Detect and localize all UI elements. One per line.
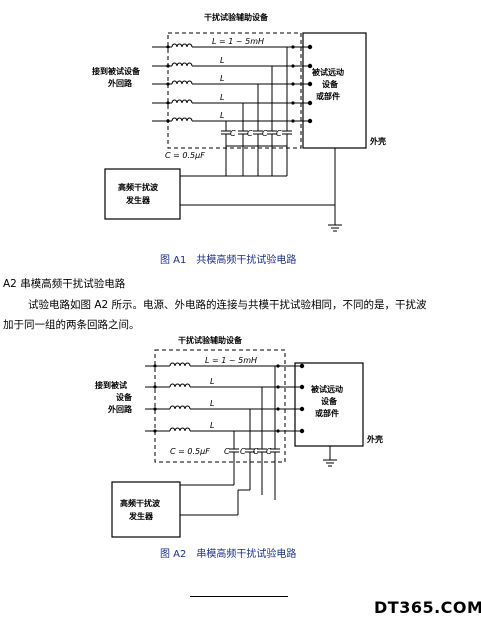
section-paragraph-line2: 加于同一组的两条回路之间。 (3, 319, 140, 331)
enclosure-label-2: 外壳 (367, 434, 383, 444)
cap2-value: C = 0.5μF (170, 447, 210, 456)
cap2-label-2: C (240, 447, 246, 456)
generator2-label-1: 高频干扰波 (120, 498, 161, 508)
aux-device-label: 干扰试验辅助设备 (204, 12, 269, 22)
signal-lines (152, 46, 310, 122)
dut2-label-3: 或部件 (315, 408, 339, 418)
section-heading: A2 串模高频干扰试验电路 (3, 278, 126, 290)
generator-box-2 (111, 481, 181, 538)
watermark-logo: DT365.COM (374, 598, 481, 617)
dut2-label-1: 被试远动 (311, 384, 343, 394)
inductor-label: L = 1 ~ 5mH (212, 37, 264, 46)
signal-lines-2 (145, 365, 302, 432)
generator2-label-2: 发生器 (128, 511, 154, 521)
dut-label-3: 或部件 (316, 91, 340, 101)
figure-a2-circuit: 干扰试验辅助设备 被试远动 设备 或部件 外壳 接到被试 设备 外回路 L = … (95, 335, 383, 538)
dut-box (302, 32, 367, 149)
terminal-dots (166, 44, 313, 124)
dut-label-1: 被试远动 (312, 67, 344, 77)
generator-label-1: 高频干扰波 (118, 182, 159, 192)
inductor-coils (171, 43, 193, 122)
figure-a1-circuit: 干扰试验辅助设备 被试远动 设备 或部件 外壳 接到被试设备 外回路 L = 1… (92, 12, 386, 232)
injection-wires (180, 146, 336, 225)
inductor2-L-2: L (210, 377, 214, 386)
cap-label-2: C (247, 129, 253, 138)
input2-label-2: 设备 (116, 392, 133, 402)
dut-label-2: 设备 (322, 79, 339, 89)
generator-label-2: 发生器 (125, 195, 151, 205)
input-label-1: 接到被试设备 (92, 66, 141, 76)
inductor-L-5: L (220, 111, 224, 120)
cap-label-1: C (230, 129, 236, 138)
section-paragraph-line1: 试验电路如图 A2 所示。电源、外电路的连接与共模干扰试验相同，不同的是，干扰波 (28, 299, 427, 311)
cap-value: C = 0.5μF (165, 151, 205, 160)
ground-symbol (328, 224, 342, 232)
dut2-label-2: 设备 (321, 396, 338, 406)
dut-box-2 (294, 362, 364, 447)
inductor-coils-2 (169, 362, 191, 432)
cap2-label-3: C (253, 447, 259, 456)
inductor2-label: L = 1 ~ 5mH (205, 356, 257, 365)
generator-box (104, 168, 181, 220)
capacitor-bank (221, 47, 292, 147)
cap2-label-4: C (266, 447, 272, 456)
footnote-divider (190, 596, 288, 597)
input-label-2: 外回路 (108, 78, 133, 88)
capacitor-bank-2 (229, 366, 280, 460)
ground-symbol-2 (323, 459, 337, 467)
aux-device-box-2 (154, 349, 286, 463)
cap-label-3: C (262, 129, 268, 138)
input2-label-3: 外回路 (108, 404, 133, 414)
inductor2-L-3: L (210, 399, 214, 408)
terminal-dots-2 (153, 363, 305, 434)
cap2-label-1: C (224, 447, 230, 456)
figure-a1-caption: 图 A1 共模高频干扰试验电路 (160, 255, 297, 266)
aux-device-label-2: 干扰试验辅助设备 (178, 335, 243, 345)
inductor-L-4: L (220, 93, 224, 102)
input2-label-1: 接到被试 (95, 380, 127, 390)
aux-device-box (167, 32, 302, 149)
inductor-L-2: L (220, 56, 224, 65)
inductor2-L-4: L (210, 421, 214, 430)
inductor-L-3: L (220, 74, 224, 83)
injection-wires-2 (180, 446, 331, 516)
figure-a2-caption: 图 A2 串模高频干扰试验电路 (160, 549, 297, 560)
enclosure-label: 外壳 (370, 136, 386, 146)
cap-label-4: C (276, 129, 282, 138)
